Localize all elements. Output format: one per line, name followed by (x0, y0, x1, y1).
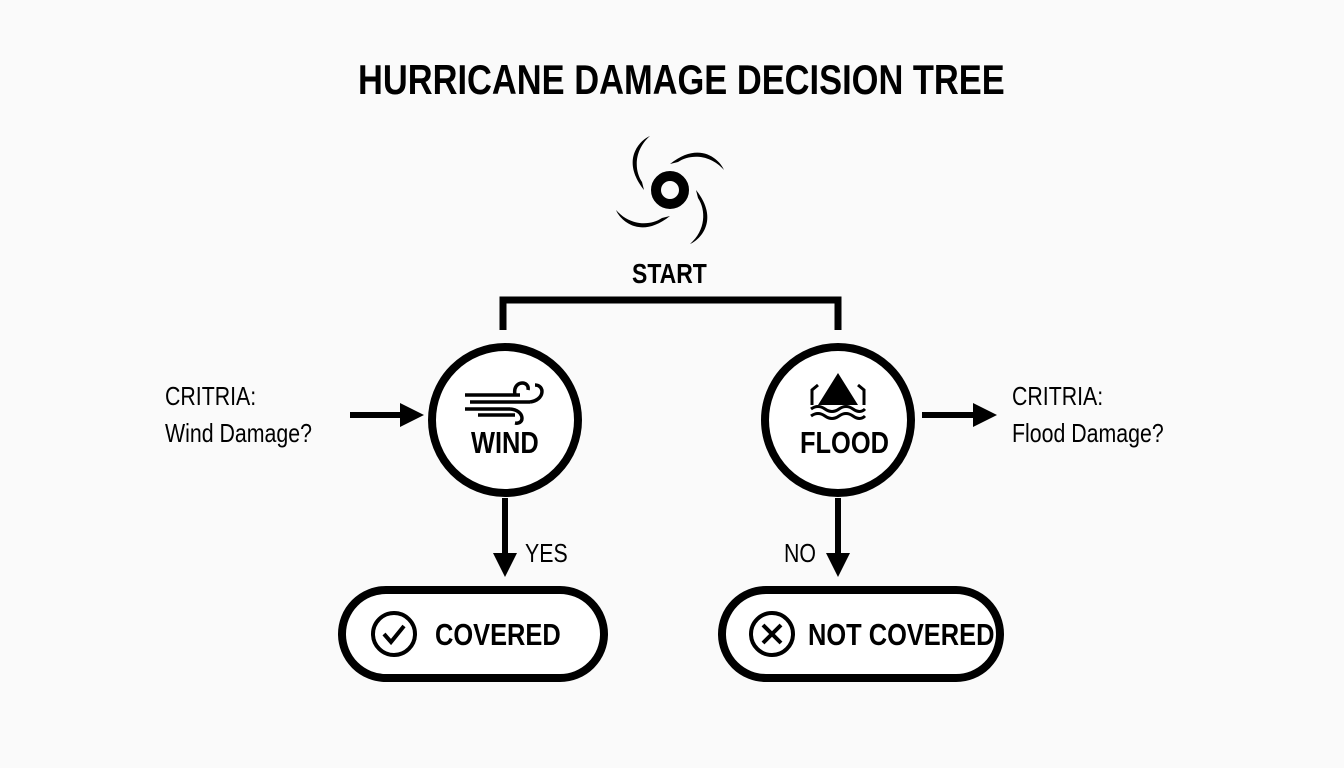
flood-node-circle (761, 343, 915, 497)
start-label: START (632, 258, 707, 289)
flood-label: FLOOD (800, 425, 889, 460)
not-covered-pill (718, 586, 1004, 682)
covered-label: COVERED (435, 617, 561, 652)
check-icon (371, 611, 417, 657)
yes-label: YES (525, 538, 568, 568)
start-connector (499, 296, 842, 330)
not-covered-label: NOT COVERED (808, 617, 995, 652)
flood-criteria-title: CRITRIA: (1012, 381, 1104, 411)
wind-label: WIND (471, 425, 539, 460)
wind-criteria-question: Wind Damage? (165, 418, 312, 448)
x-circle-icon (749, 611, 795, 657)
hurricane-icon (616, 136, 724, 244)
wind-criteria-title: CRITRIA: (165, 381, 257, 411)
covered-pill (338, 586, 608, 682)
diagram-title: HURRICANE DAMAGE DECISION TREE (358, 56, 1005, 103)
flood-criteria-question: Flood Damage? (1012, 418, 1164, 448)
wind-node-circle (428, 343, 582, 497)
flood-icon (810, 373, 867, 420)
wind-icon (465, 381, 544, 425)
no-label: NO (784, 538, 816, 568)
